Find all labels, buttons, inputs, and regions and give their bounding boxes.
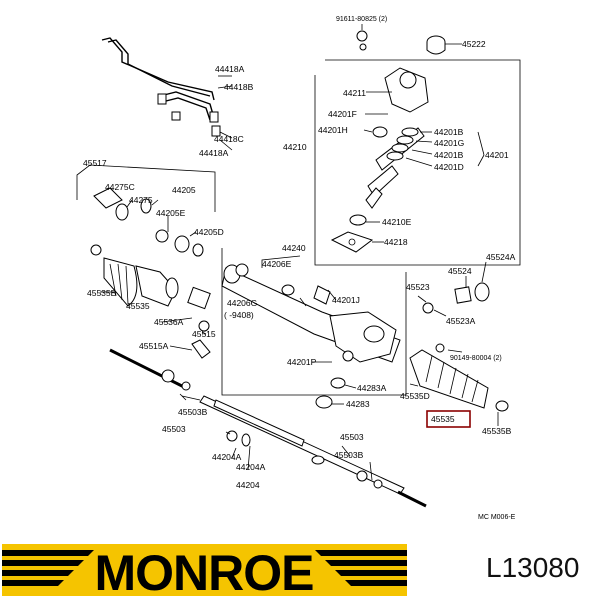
label-45524: 45524 bbox=[448, 266, 472, 276]
label-45535b-right: 45535B bbox=[482, 426, 512, 436]
part-labels: 91611-80825 (2) 45222 44211 44201F 44201… bbox=[83, 16, 516, 521]
label-90149-80004: 90149-80004 (2) bbox=[450, 355, 502, 362]
label-44201d: 44201D bbox=[434, 162, 464, 172]
label-44204: 44204 bbox=[236, 480, 260, 490]
label-44201b-2: 44201B bbox=[434, 150, 464, 160]
label-9408: ( -9408) bbox=[224, 310, 254, 320]
label-45535b-left: 45535B bbox=[87, 288, 117, 298]
label-45535-highlighted: 45535 bbox=[431, 414, 455, 424]
label-44283: 44283 bbox=[346, 399, 370, 409]
label-91611-80825: 91611-80825 (2) bbox=[336, 16, 387, 23]
label-44206g: 44206G bbox=[227, 298, 257, 308]
label-44418a: 44418A bbox=[215, 64, 245, 74]
logo-wordmark: MONROE bbox=[95, 545, 314, 596]
label-45523a: 45523A bbox=[446, 316, 476, 326]
label-44201p: 44201P bbox=[287, 357, 317, 367]
label-45515: 45515 bbox=[192, 329, 216, 339]
label-45535d: 45535D bbox=[400, 391, 430, 401]
label-45515a: 45515A bbox=[139, 341, 169, 351]
left-seal-parts bbox=[90, 187, 211, 359]
seal-group-frame bbox=[76, 164, 216, 212]
right-side-parts bbox=[409, 261, 509, 428]
label-45503: 45503 bbox=[162, 424, 186, 434]
label-45524a: 45524A bbox=[486, 252, 516, 262]
rack-and-tie-rods bbox=[109, 348, 427, 508]
highlight-box bbox=[426, 410, 471, 428]
label-44201g: 44201G bbox=[434, 138, 464, 148]
rack-housing bbox=[221, 255, 401, 409]
label-44418b: 44418B bbox=[224, 82, 254, 92]
label-45503b: 45503B bbox=[178, 407, 208, 417]
label-diagram-code: MC M006-E bbox=[478, 514, 516, 521]
label-45523: 45523 bbox=[406, 282, 430, 292]
label-44210: 44210 bbox=[283, 142, 307, 152]
label-44201b-1: 44201B bbox=[434, 127, 464, 137]
logo-wing-right bbox=[315, 550, 407, 586]
label-44240: 44240 bbox=[282, 243, 306, 253]
label-45222: 45222 bbox=[462, 39, 486, 49]
label-45517: 45517 bbox=[83, 158, 107, 168]
label-44205e: 44205E bbox=[156, 208, 186, 218]
valve-housing bbox=[330, 24, 485, 253]
label-44204a-2: 44204A bbox=[236, 462, 266, 472]
label-44283a: 44283A bbox=[357, 383, 387, 393]
label-44275c: 44275C bbox=[105, 182, 135, 192]
rack-group-frame bbox=[221, 248, 407, 396]
label-44205: 44205 bbox=[172, 185, 196, 195]
valve-group-frame bbox=[314, 59, 521, 266]
monroe-logo: MONROE bbox=[2, 544, 407, 596]
logo-wing-left bbox=[2, 550, 94, 586]
pressure-pipes bbox=[101, 37, 233, 151]
label-44218: 44218 bbox=[384, 237, 408, 247]
label-45536a: 45536A bbox=[154, 317, 184, 327]
label-44201: 44201 bbox=[485, 150, 509, 160]
label-45535: 45535 bbox=[126, 301, 150, 311]
label-44418a-2: 44418A bbox=[199, 148, 229, 158]
label-44201h: 44201H bbox=[318, 125, 348, 135]
label-44418c: 44418C bbox=[214, 134, 244, 144]
label-45503b-right: 45503B bbox=[334, 450, 364, 460]
label-44201f: 44201F bbox=[328, 109, 357, 119]
label-44210e: 44210E bbox=[382, 217, 412, 227]
label-44206e: 44206E bbox=[262, 259, 292, 269]
label-45503-right: 45503 bbox=[340, 432, 364, 442]
part-number: L13080 bbox=[486, 552, 580, 583]
label-44275: 44275 bbox=[129, 195, 153, 205]
label-44211: 44211 bbox=[343, 88, 366, 98]
label-44204a: 44204A bbox=[212, 452, 242, 462]
label-44201j: 44201J bbox=[332, 295, 360, 305]
label-44205d: 44205D bbox=[194, 227, 224, 237]
